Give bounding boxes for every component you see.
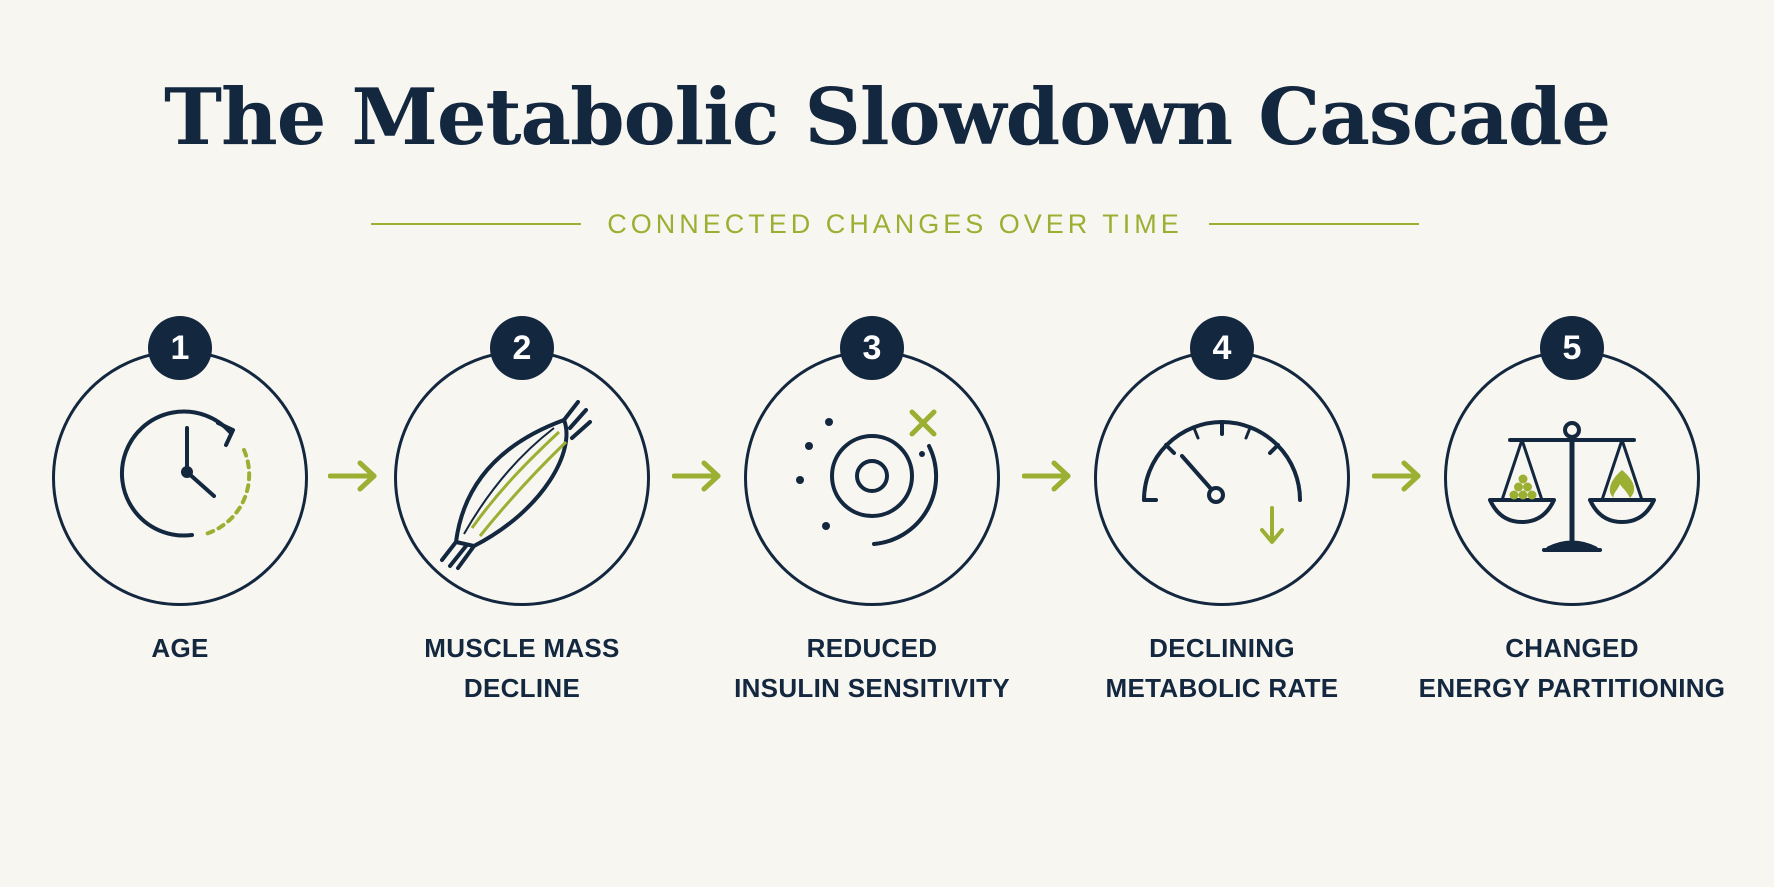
gauge-icon [1142, 420, 1302, 544]
step-label: CHANGED ENERGY PARTITIONING [1374, 628, 1770, 708]
step-3: 3 REDUCED INSULIN SENSITIVITY [714, 310, 1034, 730]
step-label-line: ENERGY PARTITIONING [1418, 673, 1726, 703]
cell-receptor-icon [796, 409, 939, 546]
balance-scale-icon [1488, 421, 1656, 552]
step-2: 2 MUSCLE MASS DECLINE [364, 310, 684, 730]
step-circle [1094, 350, 1350, 606]
subtitle: CONNECTED CHANGES OVER TIME [607, 208, 1183, 239]
step-label-line: REDUCED [806, 633, 938, 663]
step-number-badge: 2 [490, 316, 554, 380]
step-circle [52, 350, 308, 606]
step-4: 4 DECLINING METABOLIC RATE [1064, 310, 1384, 730]
step-number-badge: 5 [1540, 316, 1604, 380]
step-label: MUSCLE MASS DECLINE [324, 628, 720, 708]
subtitle-row: CONNECTED CHANGES OVER TIME [340, 206, 1450, 242]
step-label-line: CHANGED [1505, 633, 1639, 663]
step-5: 5 CHANGED [1414, 310, 1734, 730]
subtitle-rule-right [1208, 223, 1419, 225]
step-label-line: METABOLIC RATE [1105, 673, 1339, 703]
arrow-right-icon [671, 458, 724, 494]
step-label-line: AGE [151, 633, 209, 663]
step-label: AGE [0, 628, 378, 668]
muscle-icon [440, 400, 592, 570]
subtitle-rule-left [371, 223, 582, 225]
step-label-line: INSULIN SENSITIVITY [734, 673, 1010, 703]
step-label: REDUCED INSULIN SENSITIVITY [674, 628, 1070, 708]
step-label-line: DECLINE [463, 673, 581, 703]
arrow-right-icon [1021, 458, 1074, 494]
step-circle [744, 350, 1000, 606]
step-number-badge: 3 [840, 316, 904, 380]
arrow-right-icon [327, 458, 380, 494]
step-label-line: MUSCLE MASS [424, 633, 620, 663]
step-number-badge: 1 [148, 316, 212, 380]
page-title: The Metabolic Slowdown Cascade [164, 72, 1611, 163]
step-number-badge: 4 [1190, 316, 1254, 380]
arrow-right-icon [1371, 458, 1424, 494]
clock-icon [119, 409, 252, 538]
step-label-line: DECLINING [1149, 633, 1295, 663]
step-1: 1 AGE [22, 310, 342, 730]
step-label: DECLINING METABOLIC RATE [1024, 628, 1420, 708]
